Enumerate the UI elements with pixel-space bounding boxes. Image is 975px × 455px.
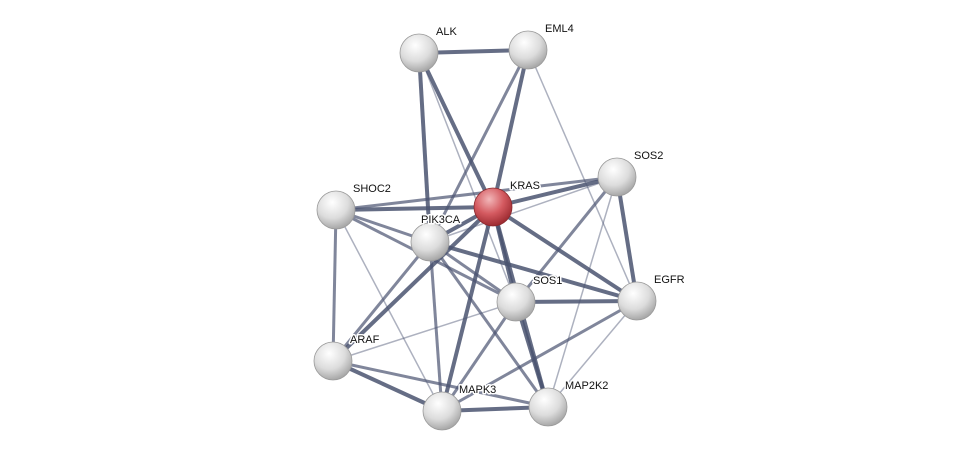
node-label: SOS1 bbox=[533, 275, 562, 287]
node-shoc2[interactable]: SHOC2 bbox=[316, 182, 392, 230]
node-mapk3[interactable]: MAPK3 bbox=[422, 383, 498, 431]
edge-kras-egfr[interactable] bbox=[491, 205, 639, 303]
edge-araf-mapk3[interactable] bbox=[332, 359, 443, 413]
node-araf[interactable]: ARAF bbox=[313, 333, 381, 381]
node-sphere[interactable] bbox=[313, 341, 353, 381]
edge-alk-kras[interactable] bbox=[417, 52, 495, 208]
node-label: ALK bbox=[436, 26, 457, 38]
edge-shoc2-sos2[interactable] bbox=[335, 175, 618, 212]
edge-araf-map2k2[interactable] bbox=[332, 359, 549, 409]
node-label: MAP2K2 bbox=[565, 380, 608, 392]
node-eml4[interactable]: EML4 bbox=[508, 22, 575, 70]
edge-pik3ca-araf[interactable] bbox=[331, 241, 432, 362]
edge-shoc2-mapk3[interactable] bbox=[335, 209, 443, 412]
node-label: MAPK3 bbox=[459, 384, 496, 396]
edge-sos2-sos1[interactable] bbox=[514, 176, 619, 303]
node-sphere[interactable] bbox=[473, 187, 513, 227]
edge-alk-pik3ca[interactable] bbox=[417, 52, 432, 243]
node-egfr[interactable]: EGFR bbox=[617, 273, 686, 321]
edge-pik3ca-egfr[interactable] bbox=[429, 240, 638, 303]
edge-sos2-egfr[interactable] bbox=[615, 176, 639, 302]
edge-sos1-mapk3[interactable] bbox=[440, 301, 518, 412]
node-sphere[interactable] bbox=[508, 30, 548, 70]
edge-eml4-kras[interactable] bbox=[491, 49, 530, 208]
edge-sos2-pik3ca[interactable] bbox=[429, 176, 618, 243]
edge-sos2-map2k2[interactable] bbox=[547, 176, 618, 408]
edge-kras-sos2[interactable] bbox=[492, 175, 618, 209]
node-sphere[interactable] bbox=[528, 387, 568, 427]
node-label: ARAF bbox=[350, 334, 380, 346]
node-label: PIK3CA bbox=[421, 214, 461, 226]
edge-eml4-egfr[interactable] bbox=[527, 49, 638, 302]
edge-shoc2-araf[interactable] bbox=[331, 209, 338, 362]
node-label: SHOC2 bbox=[353, 183, 391, 195]
node-sphere[interactable] bbox=[422, 391, 462, 431]
node-kras[interactable]: KRAS bbox=[473, 179, 541, 227]
edge-eml4-pik3ca[interactable] bbox=[428, 49, 530, 243]
node-sos1[interactable]: SOS1 bbox=[496, 274, 564, 322]
edge-kras-mapk3[interactable] bbox=[440, 206, 495, 412]
node-sphere[interactable] bbox=[316, 190, 356, 230]
node-map2k2[interactable]: MAP2K2 bbox=[528, 379, 610, 427]
node-sos2[interactable]: SOS2 bbox=[597, 149, 665, 197]
edge-sos1-araf[interactable] bbox=[332, 301, 517, 362]
edge-egfr-map2k2[interactable] bbox=[547, 300, 638, 408]
node-sphere[interactable] bbox=[617, 281, 657, 321]
node-label: EML4 bbox=[545, 23, 574, 35]
node-alk[interactable]: ALK bbox=[399, 25, 459, 73]
node-pik3ca[interactable]: PIK3CA bbox=[410, 213, 462, 262]
edge-sos1-egfr[interactable] bbox=[515, 299, 638, 304]
node-sphere[interactable] bbox=[410, 222, 450, 262]
node-sphere[interactable] bbox=[496, 282, 536, 322]
node-label: KRAS bbox=[510, 180, 540, 192]
node-label: EGFR bbox=[654, 274, 685, 286]
edge-pik3ca-map2k2[interactable] bbox=[428, 241, 550, 408]
node-sphere[interactable] bbox=[597, 157, 637, 197]
edge-kras-araf[interactable] bbox=[331, 205, 495, 363]
edge-kras-shoc2[interactable] bbox=[335, 205, 494, 212]
node-label: SOS2 bbox=[634, 150, 663, 162]
node-sphere[interactable] bbox=[399, 33, 439, 73]
